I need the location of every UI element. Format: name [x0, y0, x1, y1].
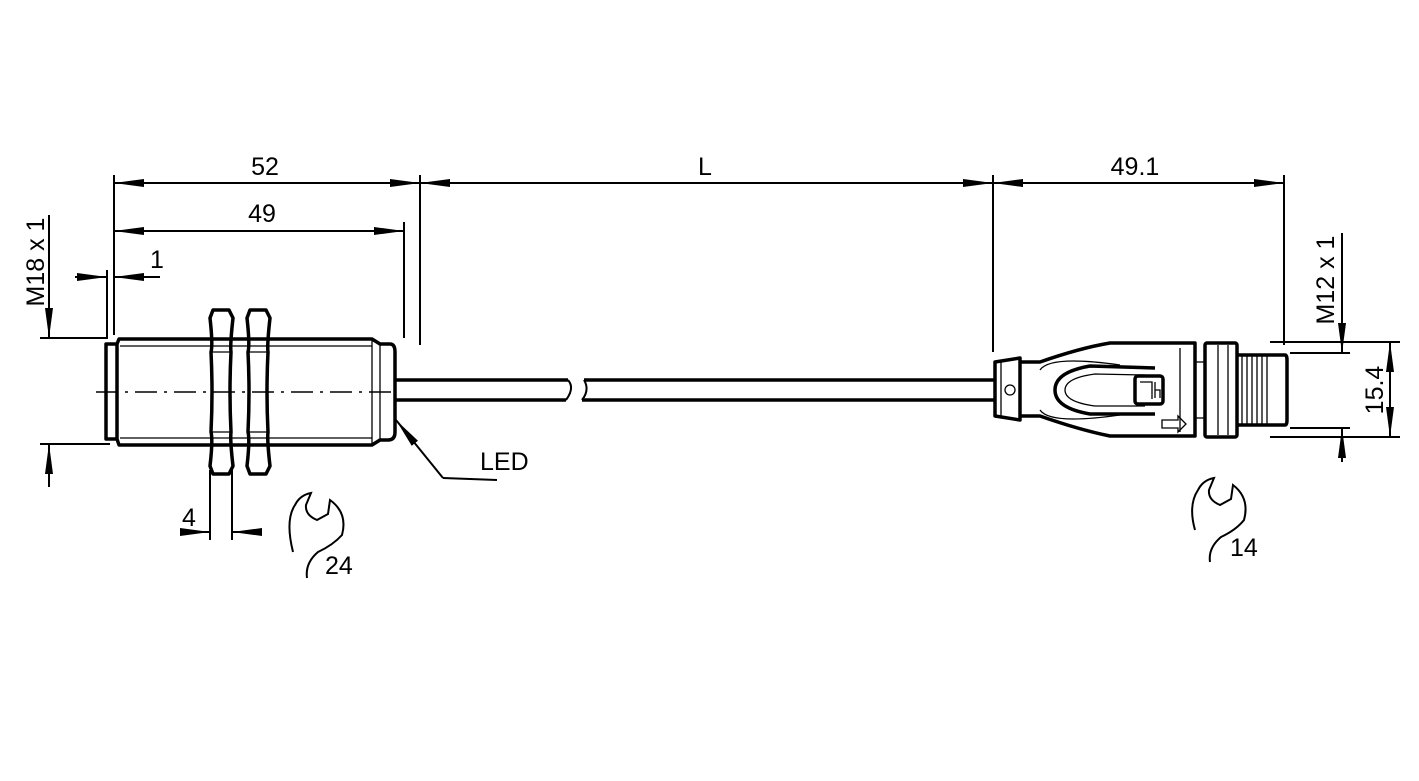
brand-logo-icon	[1133, 374, 1165, 406]
dimension-lines	[45, 179, 1394, 536]
knurled-nut	[1203, 341, 1239, 439]
dim-1: 1	[150, 246, 164, 274]
wrench-icon	[1191, 476, 1247, 563]
dim-15-4: 15.4	[1361, 366, 1389, 415]
wrench-size-24: 24	[325, 552, 353, 580]
cable	[395, 378, 995, 402]
dim-m18: M18 x 1	[22, 218, 50, 307]
led-label: LED	[480, 448, 529, 476]
led-leader	[442, 477, 498, 481]
dim-L: L	[698, 153, 712, 181]
dim-52: 52	[251, 153, 279, 181]
m12-connector	[993, 341, 1289, 439]
dim-49-1: 49.1	[1111, 153, 1160, 181]
wrench-icon	[288, 491, 345, 579]
dim-4: 4	[182, 504, 196, 532]
sensor-body	[96, 308, 397, 476]
dim-m12: M12 x 1	[1312, 236, 1340, 325]
wrench-size-14: 14	[1230, 534, 1258, 562]
arrow-icon	[1161, 414, 1187, 434]
dim-49: 49	[248, 200, 276, 228]
